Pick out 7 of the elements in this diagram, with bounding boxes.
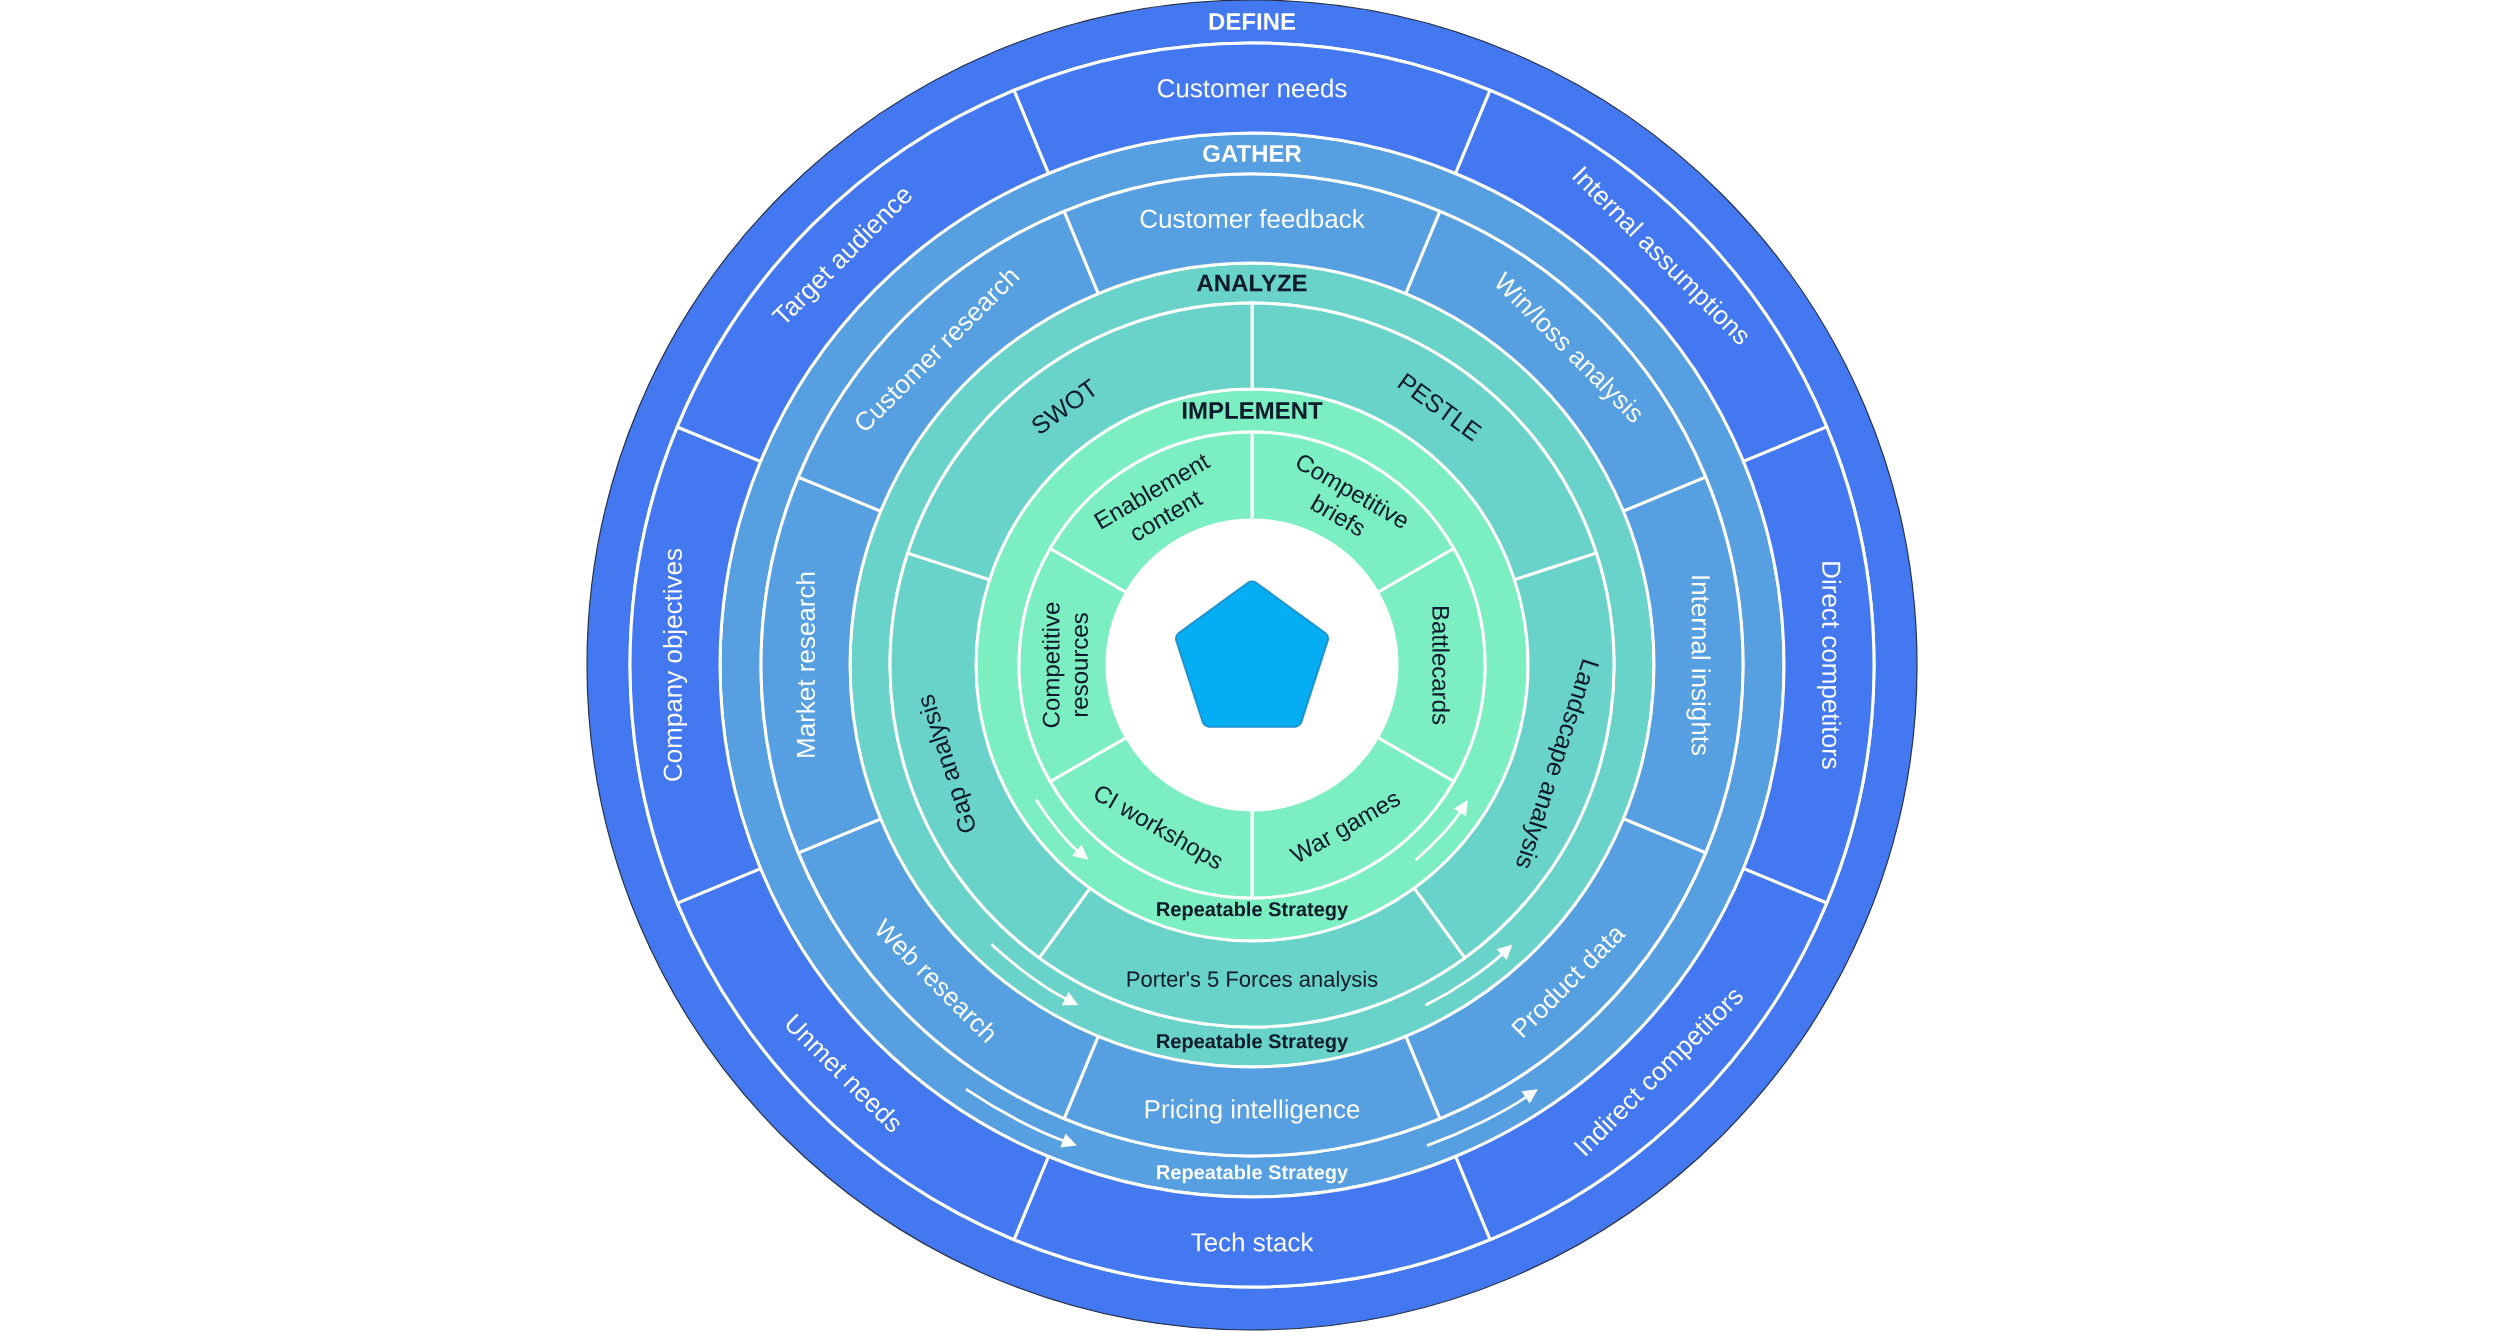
pentagon	[1175, 580, 1329, 728]
ring-segment: Battlecards	[1376, 547, 1487, 783]
ring-segment: Direct competitors	[1742, 425, 1876, 905]
ring-segment: Market research	[759, 475, 883, 855]
ring-segment: Company objectives	[628, 425, 762, 905]
ring-segment: Internal insights	[1621, 475, 1745, 855]
ring-segment: Competitive resources	[1017, 547, 1128, 783]
